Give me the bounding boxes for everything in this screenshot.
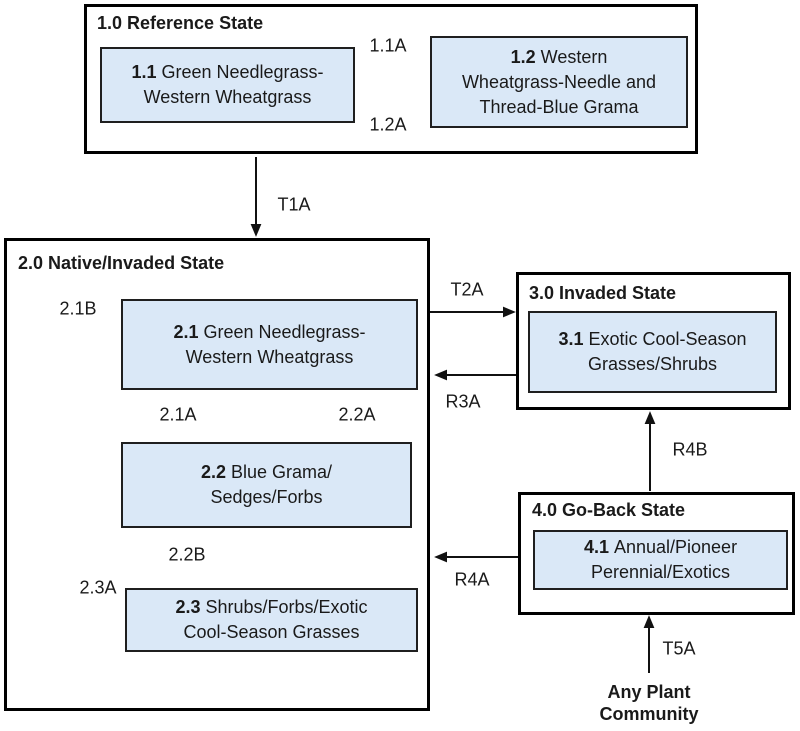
community-text: Thread-Blue Grama [479, 96, 639, 117]
transition-label-r3a: R3A [445, 391, 481, 412]
community-text: Cool-Season Grasses [183, 622, 360, 642]
transition-label-2-2b: 2.2B [168, 544, 206, 565]
transition-label-2-2a: 2.2A [338, 404, 376, 425]
transition-label-t2a: T2A [450, 279, 484, 300]
state-title-1-0: 1.0 Reference State [97, 13, 264, 33]
transition-label-r4b: R4B [672, 439, 708, 460]
state-title-2-0: 2.0 Native/Invaded State [18, 253, 225, 273]
community-text: Grasses/Shrubs [587, 354, 718, 374]
state-title-3-0: 3.0 Invaded State [529, 283, 677, 303]
state-title-4-0: 4.0 Go-Back State [532, 500, 686, 520]
transition-label-1-2a: 1.2A [369, 114, 407, 135]
transition-label-1-1a: 1.1A [369, 35, 407, 56]
transition-label-2-1a: 2.1A [159, 404, 197, 425]
transition-label-t1a: T1A [277, 194, 311, 215]
transition-label-r4a: R4A [454, 569, 490, 590]
community-text: Sedges/Forbs [210, 487, 323, 507]
community-text: Perennial/Exotics [590, 562, 731, 582]
transition-label-2-1b: 2.1B [59, 298, 97, 319]
transition-label-2-3a: 2.3A [79, 577, 117, 598]
community-text: Western Wheatgrass [185, 346, 354, 367]
community-text: Wheatgrass-Needle and [461, 71, 657, 92]
any-plant-community-label: Any Plant Community [599, 682, 699, 724]
transition-label-t5a: T5A [662, 638, 696, 659]
community-text: Western Wheatgrass [143, 87, 312, 107]
